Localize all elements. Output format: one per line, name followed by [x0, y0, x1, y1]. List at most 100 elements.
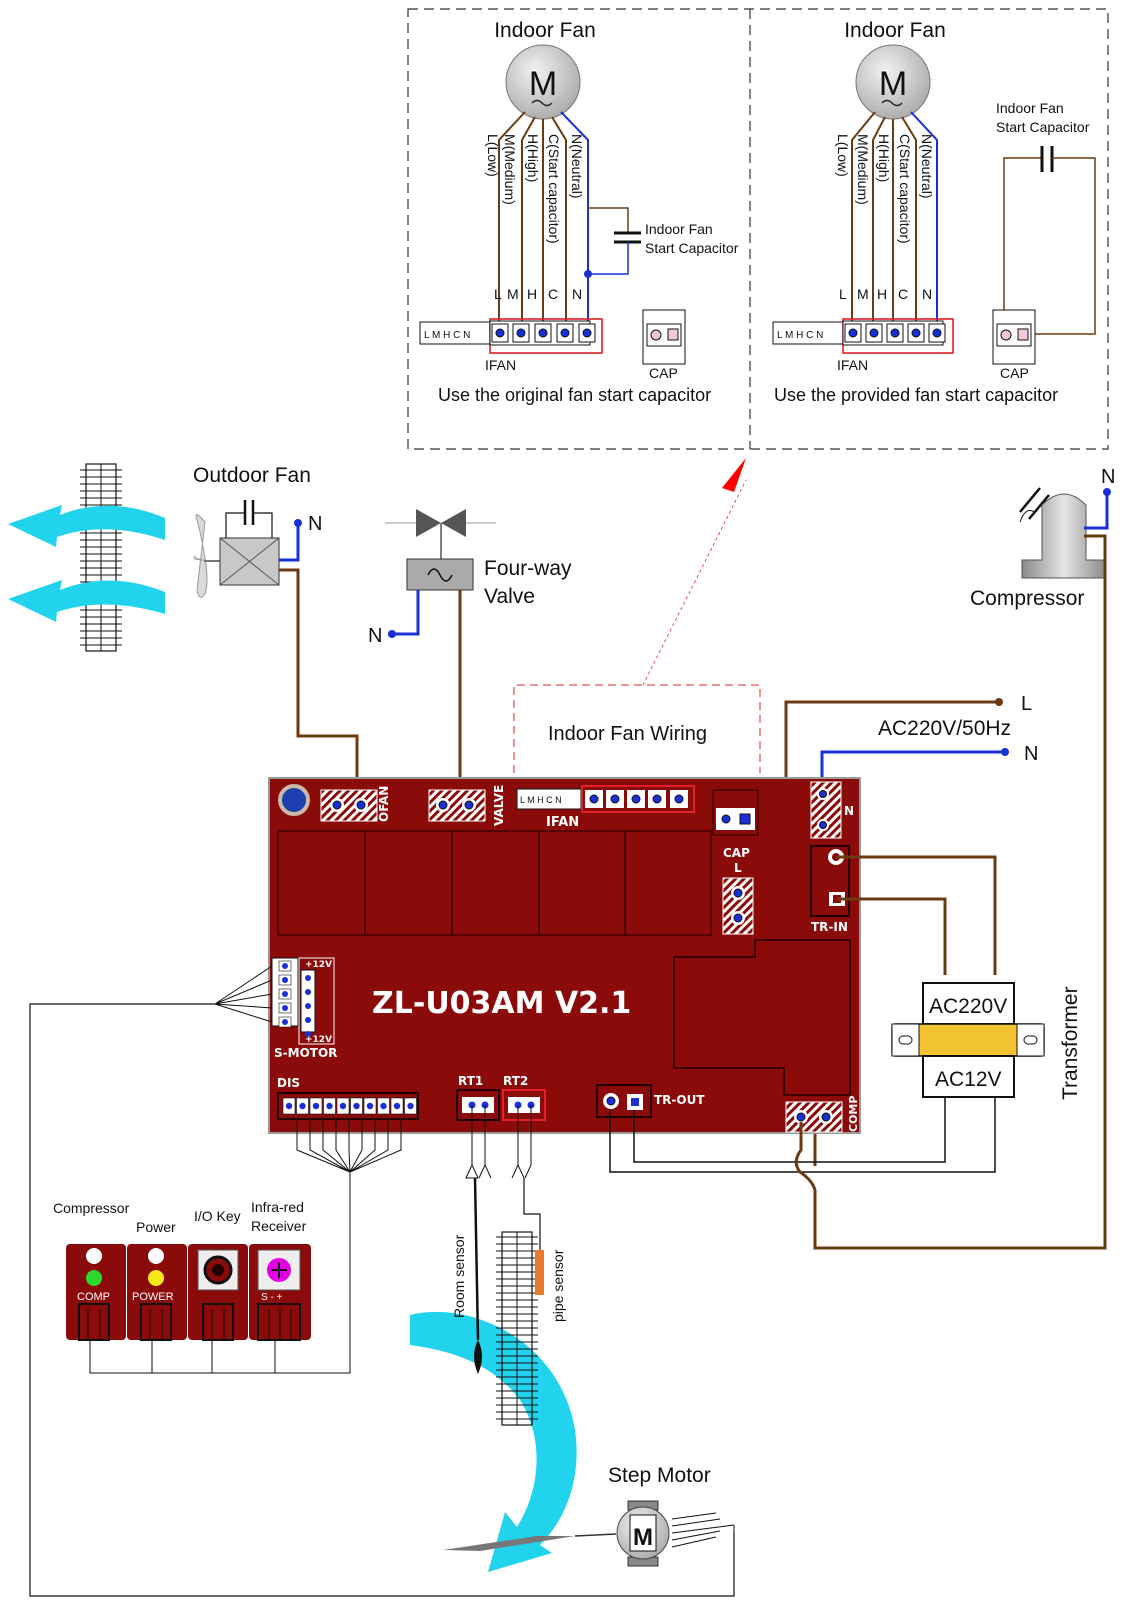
- board-n-connector: [810, 781, 842, 839]
- step-motor: Step Motor M: [443, 1464, 711, 1567]
- tr-out-label: TR-OUT: [654, 1093, 705, 1107]
- tr-in-label: TR-IN: [811, 920, 848, 934]
- ifan-label: IFAN: [837, 357, 868, 373]
- compressor-label: Compressor: [970, 587, 1084, 610]
- four-way-valve: Four-way Valve N: [368, 509, 572, 795]
- step-motor-wiring: [29, 965, 735, 1597]
- valve-neutral: N: [368, 625, 382, 647]
- ifan-terminals: [844, 323, 946, 343]
- power-led-white: [148, 1248, 164, 1264]
- compressor: Compressor N: [813, 466, 1115, 1250]
- ifan-label: IFAN: [485, 357, 516, 373]
- ir-pins-text: S - +: [261, 1292, 283, 1303]
- board-ifan-label: IFAN: [546, 815, 579, 830]
- wire-label-high: H(High): [876, 134, 892, 182]
- terminal-n: N: [922, 286, 932, 302]
- valve-connector: [428, 789, 486, 822]
- s-motor-label: S-MOTOR: [274, 1046, 337, 1060]
- valve-label: VALVE: [492, 785, 506, 826]
- cap-terminal: [992, 309, 1036, 365]
- io-key-label: I/O Key: [194, 1208, 241, 1224]
- left-panel-caption: Use the original fan start capacitor: [438, 385, 711, 405]
- comp-led-green: [86, 1270, 102, 1286]
- rt1-connector: [456, 1089, 500, 1121]
- indoor-airflow: [410, 1311, 577, 1572]
- wire-label-medium: M(Medium): [502, 134, 518, 205]
- terminal-n: N: [572, 286, 582, 302]
- wire-label-neutral: N(Neutral): [919, 134, 935, 199]
- power-indicator-label: Power: [136, 1219, 176, 1235]
- board-model: ZL-U03AM V2.1: [372, 986, 631, 1021]
- sensor-wiring: Room sensor pipe sensor: [451, 1105, 566, 1374]
- plus12v-top: +12V: [305, 960, 332, 970]
- comp-led-white: [86, 1248, 102, 1264]
- evaporator-coil-icon: [496, 1231, 538, 1426]
- motor-letter: M: [879, 65, 907, 103]
- pipe-sensor-label: pipe sensor: [550, 1249, 566, 1322]
- step-motor-letter: M: [633, 1524, 653, 1551]
- board-cap-label: CAP: [723, 846, 750, 860]
- ir-label-2: Receiver: [251, 1218, 307, 1234]
- board-n-label: N: [844, 804, 854, 818]
- step-motor-label: Step Motor: [608, 1464, 711, 1487]
- board-l-connector: [722, 877, 754, 935]
- transformer-primary: AC220V: [929, 995, 1007, 1018]
- terminal-m: M: [507, 286, 519, 302]
- ofan-connector: [320, 789, 378, 822]
- tr-out-connector: [596, 1084, 652, 1118]
- relay-blocks: [277, 830, 851, 1096]
- right-panel-title: Indoor Fan: [844, 19, 946, 42]
- room-sensor-label: Room sensor: [451, 1234, 467, 1318]
- cap-label: CAP: [1000, 365, 1029, 381]
- outdoor-fan-label: Outdoor Fan: [193, 464, 311, 487]
- outdoor-coil: [80, 463, 122, 652]
- right-panel-caption: Use the provided fan start capacitor: [774, 385, 1058, 405]
- wire-label-medium: M(Medium): [855, 134, 871, 205]
- transformer-label: Transformer: [1059, 986, 1082, 1100]
- transformer-secondary: AC12V: [935, 1068, 1002, 1091]
- terminal-c: C: [898, 286, 908, 302]
- capacitor-label-2: Start Capacitor: [645, 240, 739, 256]
- evaporator-coil: [496, 1231, 538, 1426]
- ir-label-1: Infra-red: [251, 1199, 304, 1215]
- valve-icon: [416, 509, 441, 537]
- indoor-fan-panel-right: Indoor Fan M L(Low) M(Medium) H(High) C(…: [772, 19, 1096, 405]
- power-led-text: POWER: [132, 1291, 174, 1303]
- ifan-terminals: [491, 323, 596, 343]
- motor-letter: M: [529, 65, 557, 103]
- rt2-connector: [502, 1089, 546, 1121]
- airflow-arrows: [8, 505, 165, 622]
- rt2-label: RT2: [503, 1074, 528, 1088]
- terminal-h: H: [877, 286, 887, 302]
- wire-label-low: L(Low): [835, 134, 851, 177]
- compressor-neutral: N: [1101, 466, 1115, 488]
- capacitor-label-2: Start Capacitor: [996, 119, 1090, 135]
- rt1-label: RT1: [458, 1074, 483, 1088]
- transformer: AC220V AC12V Transformer: [609, 982, 1082, 1173]
- wire-label-high: H(High): [525, 134, 541, 182]
- comp-led-module: COMP: [66, 1244, 126, 1341]
- ofan-label: OFAN: [377, 786, 391, 822]
- display-board: Compressor Power I/O Key Infra-red Recei…: [53, 1199, 311, 1341]
- dis-connector: [277, 1092, 419, 1120]
- airflow-arrow-icon: [410, 1311, 577, 1572]
- pipe-sensor-icon: [535, 1250, 544, 1295]
- airflow-arrow-icon: [8, 580, 165, 622]
- valve-label-1: Four-way: [484, 557, 572, 580]
- capacitor-icon: [1019, 487, 1041, 513]
- indoor-fan-wiring-label: Indoor Fan Wiring: [548, 723, 707, 745]
- supply-label: AC220V/50Hz: [878, 717, 1011, 740]
- cap-terminal: [642, 309, 686, 365]
- terminal-h: H: [527, 286, 537, 302]
- mounting-hole-icon: [278, 784, 310, 816]
- neutral-label: N: [1024, 743, 1038, 765]
- compressor-indicator-label: Compressor: [53, 1200, 130, 1216]
- board-ifan-terminals: [581, 785, 695, 813]
- indoor-fan-panel-left: Indoor Fan M L(Low) M(Medium) H(High) C(…: [419, 19, 739, 405]
- io-key-module[interactable]: [188, 1244, 248, 1341]
- control-board: OFAN VALVE L M H C N IFAN CAP L: [268, 777, 861, 1134]
- wire-label-neutral: N(Neutral): [569, 134, 585, 199]
- comp-led-text: COMP: [77, 1291, 110, 1303]
- terminal-m: M: [857, 286, 869, 302]
- left-panel-title: Indoor Fan: [494, 19, 596, 42]
